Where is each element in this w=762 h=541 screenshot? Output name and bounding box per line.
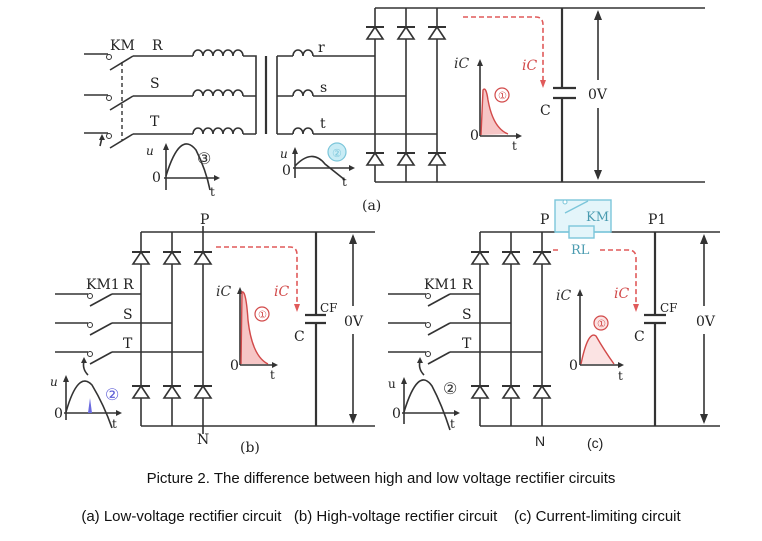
capacitor-cf-b [305, 232, 326, 426]
phase-r-label: R [152, 38, 163, 54]
km-label: KM [110, 38, 135, 54]
current-limiting-block [554, 199, 612, 239]
figure-caption-title: Picture 2. The difference between high a… [146, 470, 616, 487]
node-n-label-c: N [535, 433, 545, 449]
u-zero-label-3: 0 [152, 170, 161, 186]
u-t-label-b: t [112, 417, 117, 431]
secondary-t-label: t [320, 116, 326, 132]
panel-b-label: (b) [240, 440, 260, 456]
u-t-label-2a: t [342, 175, 347, 189]
panel-b: P N KM1 [50, 212, 375, 456]
km1-switch-group-b [55, 293, 203, 376]
km1-label-c: KM1 [424, 277, 458, 293]
charging-current-path-a [463, 16, 544, 82]
node-p-label-b: P [200, 212, 209, 228]
resistor-label: RL [571, 243, 590, 258]
panel-a-label: (a) [362, 198, 381, 214]
u-axis-label-c: u [388, 377, 396, 391]
current-waveform-a [477, 59, 522, 139]
panel-c-label: (c) [587, 435, 603, 451]
voltage-waveform-b [63, 375, 122, 429]
ic-zero-label-a: 0 [470, 128, 479, 144]
capacitor-label-c: C [634, 329, 645, 345]
current-waveform-c [577, 289, 624, 368]
current-label-a: iC [522, 58, 537, 74]
rectifier-bridge-b [131, 231, 375, 427]
marker-1-c: ① [597, 319, 606, 330]
secondary-s-label: s [320, 80, 327, 96]
u-axis-label-b: u [50, 375, 58, 389]
ic-axis-label-a: iC [454, 56, 469, 72]
ic-axis-label-b: iC [216, 284, 231, 300]
marker-2-b: ② [105, 385, 119, 404]
capacitor-label-b: C [294, 329, 305, 345]
capacitor-name-c: CF [660, 301, 678, 315]
phase-r-label-c: R [462, 277, 473, 293]
figure-caption-subtitle: (a) Low-voltage rectifier circuit (b) Hi… [81, 508, 681, 525]
voltage-waveform-c [401, 377, 460, 431]
voltage-waveform-primary [163, 143, 220, 191]
km1-switch-group-c [388, 293, 542, 376]
marker-3: ③ [197, 149, 211, 168]
phase-t-label-c: T [462, 336, 472, 352]
marker-2-c: ② [443, 379, 457, 398]
bypass-switch-label: KM [586, 210, 609, 225]
u-t-label-c: t [450, 417, 455, 431]
current-waveform-b [237, 287, 278, 368]
ic-t-label-c: t [618, 369, 623, 383]
charging-current-path-b [216, 246, 298, 306]
rectifier-bridge-a [365, 7, 705, 183]
km-switch-group [84, 53, 134, 149]
u-zero-label-c: 0 [392, 406, 401, 422]
rectifier-bridge-c [470, 231, 720, 427]
ic-zero-label-c: 0 [569, 358, 578, 374]
panel-a: KM R S T r s t [84, 7, 705, 214]
u-axis-label-2a: u [280, 147, 288, 161]
u-zero-label-b: 0 [54, 406, 63, 422]
node-n-label-b: N [197, 432, 209, 448]
node-p-label-c: P [540, 212, 549, 228]
voltage-label-c: 0V [696, 314, 716, 330]
ic-t-label-b: t [270, 368, 275, 382]
capacitor-cf-c [644, 232, 666, 426]
marker-2-a: ② [332, 147, 342, 160]
phase-s-label: S [150, 76, 160, 92]
marker-1-a: ① [498, 91, 507, 102]
ic-axis-label-c: iC [556, 288, 571, 304]
phase-r-label-b: R [123, 277, 134, 293]
secondary-r-label: r [318, 40, 325, 56]
ic-zero-label-b: 0 [230, 358, 239, 374]
u-t-label-3: t [210, 185, 215, 199]
rectifier-circuit-diagram: KM R S T r s t [50, 7, 720, 456]
charging-current-path-c [553, 249, 637, 306]
phase-s-label-c: S [462, 307, 472, 323]
phase-t-label: T [150, 114, 160, 130]
phase-t-label-b: T [123, 336, 133, 352]
panel-c: P P1 KM RL [388, 199, 720, 451]
u-axis-label-3: u [146, 144, 154, 158]
resistor-rl [568, 225, 595, 239]
voltage-waveform-secondary [292, 142, 355, 181]
capacitor-label-a: C [540, 103, 551, 119]
capacitor-c-a [553, 8, 576, 182]
voltage-label-a: 0V [588, 87, 608, 103]
phase-s-label-b: S [123, 307, 133, 323]
marker-1-b: ① [258, 310, 267, 321]
ic-t-label-a: t [512, 139, 517, 153]
current-label-b: iC [274, 284, 289, 300]
km1-label-b: KM1 [86, 277, 120, 293]
capacitor-name-b: CF [320, 301, 338, 315]
current-label-c: iC [614, 286, 629, 302]
voltage-label-b: 0V [344, 314, 364, 330]
node-p1-label-c: P1 [648, 212, 666, 228]
u-zero-label-2a: 0 [282, 163, 291, 179]
